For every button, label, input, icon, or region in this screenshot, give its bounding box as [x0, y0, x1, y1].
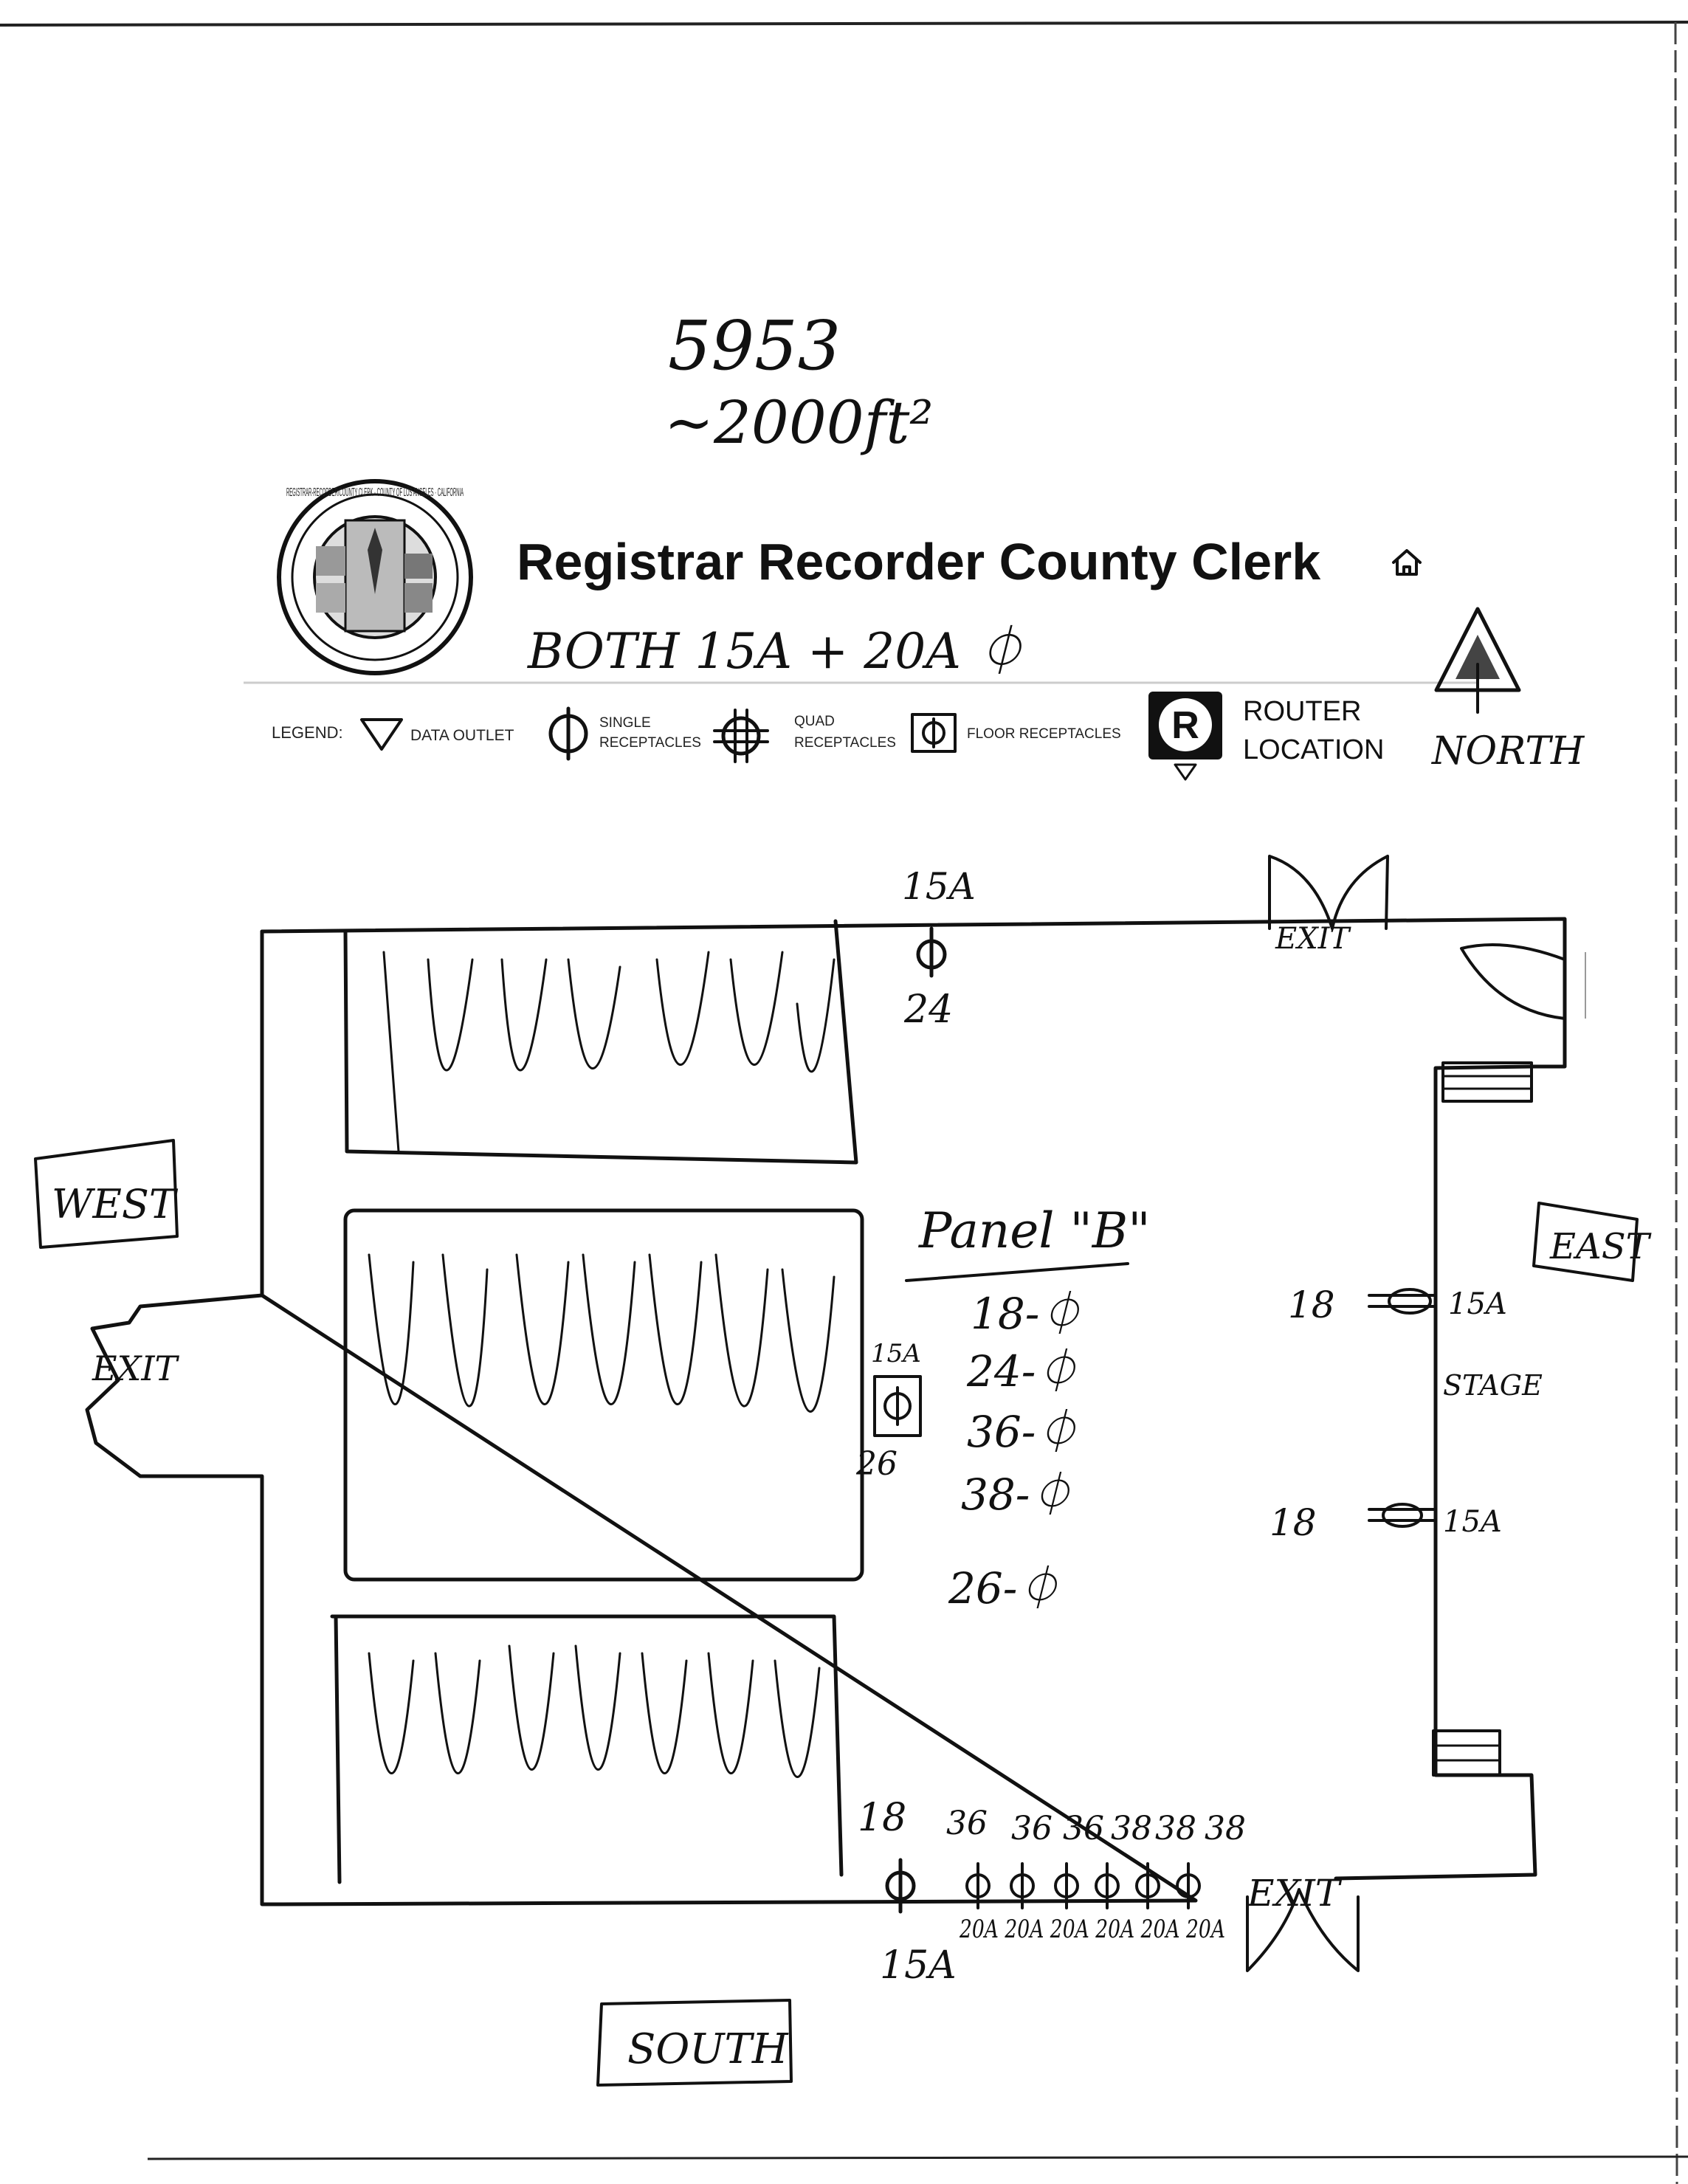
- south-exit-door: EXIT: [1246, 1872, 1360, 1972]
- seating-block-south: [330, 1614, 844, 1884]
- east-outlet-1-amps: 15A: [1448, 1287, 1507, 1321]
- east-label-box: EAST: [1532, 1202, 1652, 1282]
- east-outlet-2-amps: 15A: [1443, 1505, 1502, 1539]
- single-receptacle-icon: [1095, 1862, 1120, 1909]
- north-outlet-circuit: 24: [903, 988, 953, 1032]
- panel-row-1: 18-⏀: [971, 1289, 1082, 1339]
- room-outline: [85, 917, 1586, 1906]
- home-icon[interactable]: [1392, 549, 1422, 576]
- south-circuit-6: 38: [1205, 1810, 1246, 1847]
- north-arrow-icon: [1434, 607, 1521, 714]
- south-label-box: SOUTH: [596, 1999, 793, 2087]
- floor-receptacle-icon: [873, 1375, 922, 1437]
- seating-block-middle: [343, 1208, 864, 1582]
- south-label: SOUTH: [627, 2025, 789, 2073]
- floor-outlet-amps: 15A: [871, 1339, 921, 1368]
- page-title: Registrar Recorder County Clerk: [517, 533, 1320, 590]
- receptacle-note: BOTH 15A + 20A ⏀: [527, 623, 1025, 680]
- south-circuit-4: 38: [1111, 1810, 1152, 1847]
- wall-receptacle-icon: [1368, 1503, 1437, 1528]
- west-label: WEST: [52, 1181, 179, 1227]
- panel-row-2: 24-⏀: [966, 1346, 1078, 1396]
- single-receptacle-icon: [965, 1862, 991, 1909]
- south-amps-row: 20A 20A 20A 20A 20A 20A: [959, 1915, 1225, 1944]
- handwritten-area: ~2000ft²: [664, 388, 933, 457]
- south-wall-outlets: 18 15A 36 36 36 38 38 38 20A 20A 20A 20: [858, 1796, 1246, 1988]
- single-receptacle-icon: [1010, 1862, 1035, 1909]
- legend-single-label-1: SINGLE: [599, 715, 651, 731]
- west-label-box: WEST: [34, 1139, 179, 1249]
- east-outlet-1: 18 15A: [1288, 1284, 1507, 1326]
- legend-label: LEGEND:: [272, 723, 343, 742]
- south-circuit-2: 36: [1011, 1810, 1053, 1847]
- stage-label: STAGE: [1443, 1369, 1543, 1402]
- single-receptacle-icon: [548, 706, 588, 761]
- handwritten-code: 5953: [668, 306, 841, 385]
- legend-router-label-1: ROUTER: [1243, 696, 1361, 727]
- seal-text: REGISTRAR-RECORDER/COUNTY CLERK · COUNTY…: [286, 486, 464, 499]
- north-label: NORTH: [1430, 729, 1585, 774]
- legend-router-label-2: LOCATION: [1243, 734, 1384, 765]
- panel-row-5: 26-⏀: [948, 1563, 1060, 1613]
- east-outlet-2: 18 15A: [1270, 1501, 1502, 1544]
- data-outlet-triangle-icon: [360, 718, 403, 751]
- county-seal-logo: REGISTRAR-RECORDER/COUNTY CLERK · COUNTY…: [277, 479, 473, 675]
- router-r-icon: R: [1148, 692, 1222, 781]
- south-circuit-3: 36: [1063, 1810, 1104, 1847]
- legend-single-label-2: RECEPTACLES: [599, 735, 701, 751]
- legend-data-outlet-label: DATA OUTLET: [410, 727, 514, 744]
- panel-b-schedule: Panel "B" 18-⏀ 24-⏀ 36-⏀ 38-⏀ 26-⏀: [905, 1202, 1151, 1613]
- east-label: EAST: [1549, 1226, 1652, 1267]
- north-exit-door: EXIT: [1268, 855, 1389, 956]
- quad-receptacle-icon: [713, 709, 769, 763]
- seating-block-north: [343, 919, 858, 1165]
- east-outlet-2-circuit: 18: [1270, 1501, 1317, 1544]
- north-outlet-amps: 15A: [902, 865, 976, 908]
- single-receptacle-icon: [1135, 1862, 1160, 1909]
- legend-floor-label: FLOOR RECEPTACLES: [967, 726, 1121, 742]
- floor-receptacle-icon: [911, 713, 957, 753]
- south-circuit-1: 36: [946, 1805, 988, 1842]
- south-first-amps: 15A: [880, 1943, 957, 1988]
- east-outlet-1-circuit: 18: [1288, 1284, 1335, 1326]
- single-receptacle-icon: [916, 926, 947, 978]
- legend-quad-label-1: QUAD: [794, 714, 835, 729]
- north-exit-label: EXIT: [1275, 922, 1351, 956]
- panel-row-4: 38-⏀: [961, 1470, 1072, 1520]
- south-first-circuit: 18: [858, 1796, 906, 1840]
- wall-receptacle-icon: [1368, 1288, 1437, 1315]
- single-receptacle-icon: [885, 1858, 916, 1914]
- svg-text:R: R: [1171, 704, 1199, 747]
- floor-outlet-circuit: 26: [855, 1445, 898, 1483]
- floor-outlet: 15A 26: [855, 1339, 922, 1483]
- south-exit-label: EXIT: [1247, 1872, 1343, 1915]
- panel-row-3: 36-⏀: [967, 1407, 1078, 1457]
- legend: LEGEND: DATA OUTLET SINGLE RECEPTACLES Q…: [272, 692, 1384, 781]
- single-receptacle-icon: [1176, 1862, 1201, 1909]
- panel-title: Panel "B": [918, 1202, 1151, 1259]
- single-receptacle-icon: [1054, 1862, 1079, 1909]
- south-circuit-5: 38: [1155, 1810, 1196, 1847]
- legend-quad-label-2: RECEPTACLES: [794, 735, 896, 751]
- west-exit-label: EXIT: [92, 1348, 179, 1388]
- north-wall-outlet: 15A 24: [902, 865, 976, 1032]
